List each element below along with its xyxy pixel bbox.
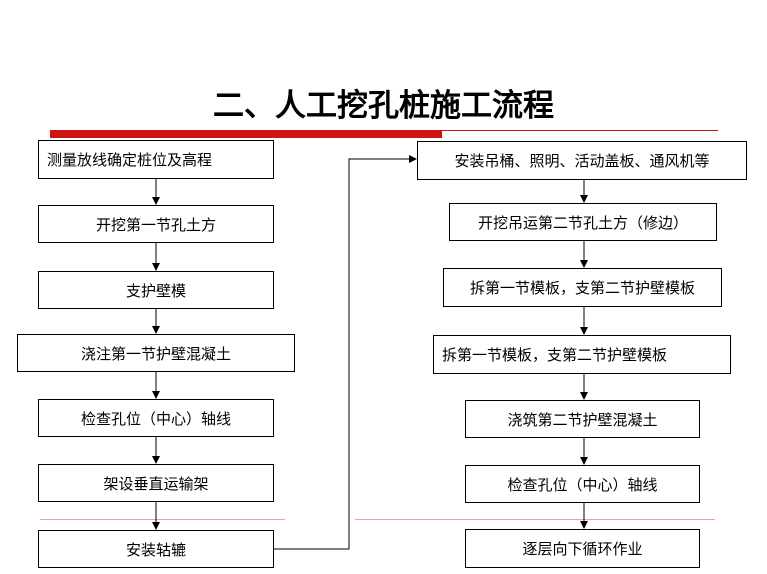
step-box: 开挖第一节孔土方	[38, 205, 274, 243]
step-label: 拆第一节模板，支第二节护壁模板	[442, 346, 668, 364]
title-underline	[442, 130, 718, 131]
step-label: 支护壁模	[125, 281, 186, 300]
step-box: 检查孔位（中心）轴线	[38, 399, 274, 437]
step-label: 开挖第一节孔土方	[95, 215, 216, 234]
step-label: 安装吊桶、照明、活动盖板、通风机等	[454, 152, 710, 170]
step-box: 安装吊桶、照明、活动盖板、通风机等	[417, 141, 747, 180]
step-box: 逐层向下循环作业	[465, 529, 700, 568]
footer-divider-left	[40, 519, 285, 520]
step-box: 浇筑第二节护壁混凝土	[465, 400, 700, 438]
step-box: 测量放线确定桩位及高程	[38, 140, 274, 179]
step-box: 架设垂直运输架	[38, 464, 274, 502]
step-box: 拆第一节模板，支第二节护壁模板	[433, 335, 731, 374]
step-label: 开挖吊运第二节孔土方（修边）	[477, 213, 688, 232]
step-box: 支护壁模	[38, 271, 274, 309]
step-box: 安装轱辘	[38, 530, 274, 568]
connector-arrow	[274, 155, 417, 550]
step-box: 检查孔位（中心）轴线	[465, 465, 700, 503]
title-accent-bar	[50, 130, 442, 138]
footer-divider-right	[355, 519, 715, 520]
step-label: 检查孔位（中心）轴线	[507, 475, 658, 494]
step-label: 逐层向下循环作业	[522, 540, 643, 558]
step-label: 安装轱辘	[125, 540, 186, 559]
step-label: 架设垂直运输架	[103, 474, 209, 493]
step-box: 浇注第一节护壁混凝土	[17, 334, 295, 372]
step-label: 检查孔位（中心）轴线	[80, 409, 231, 428]
step-box: 拆第一节模板，支第二节护壁模板	[443, 268, 722, 307]
step-label: 拆第一节模板，支第二节护壁模板	[469, 279, 695, 297]
page-title: 二、人工挖孔桩施工流程	[213, 88, 554, 124]
step-label: 测量放线确定桩位及高程	[47, 151, 213, 169]
step-label: 浇筑第二节护壁混凝土	[507, 410, 658, 429]
step-label: 浇注第一节护壁混凝土	[80, 344, 231, 363]
step-box: 开挖吊运第二节孔土方（修边）	[449, 203, 717, 241]
